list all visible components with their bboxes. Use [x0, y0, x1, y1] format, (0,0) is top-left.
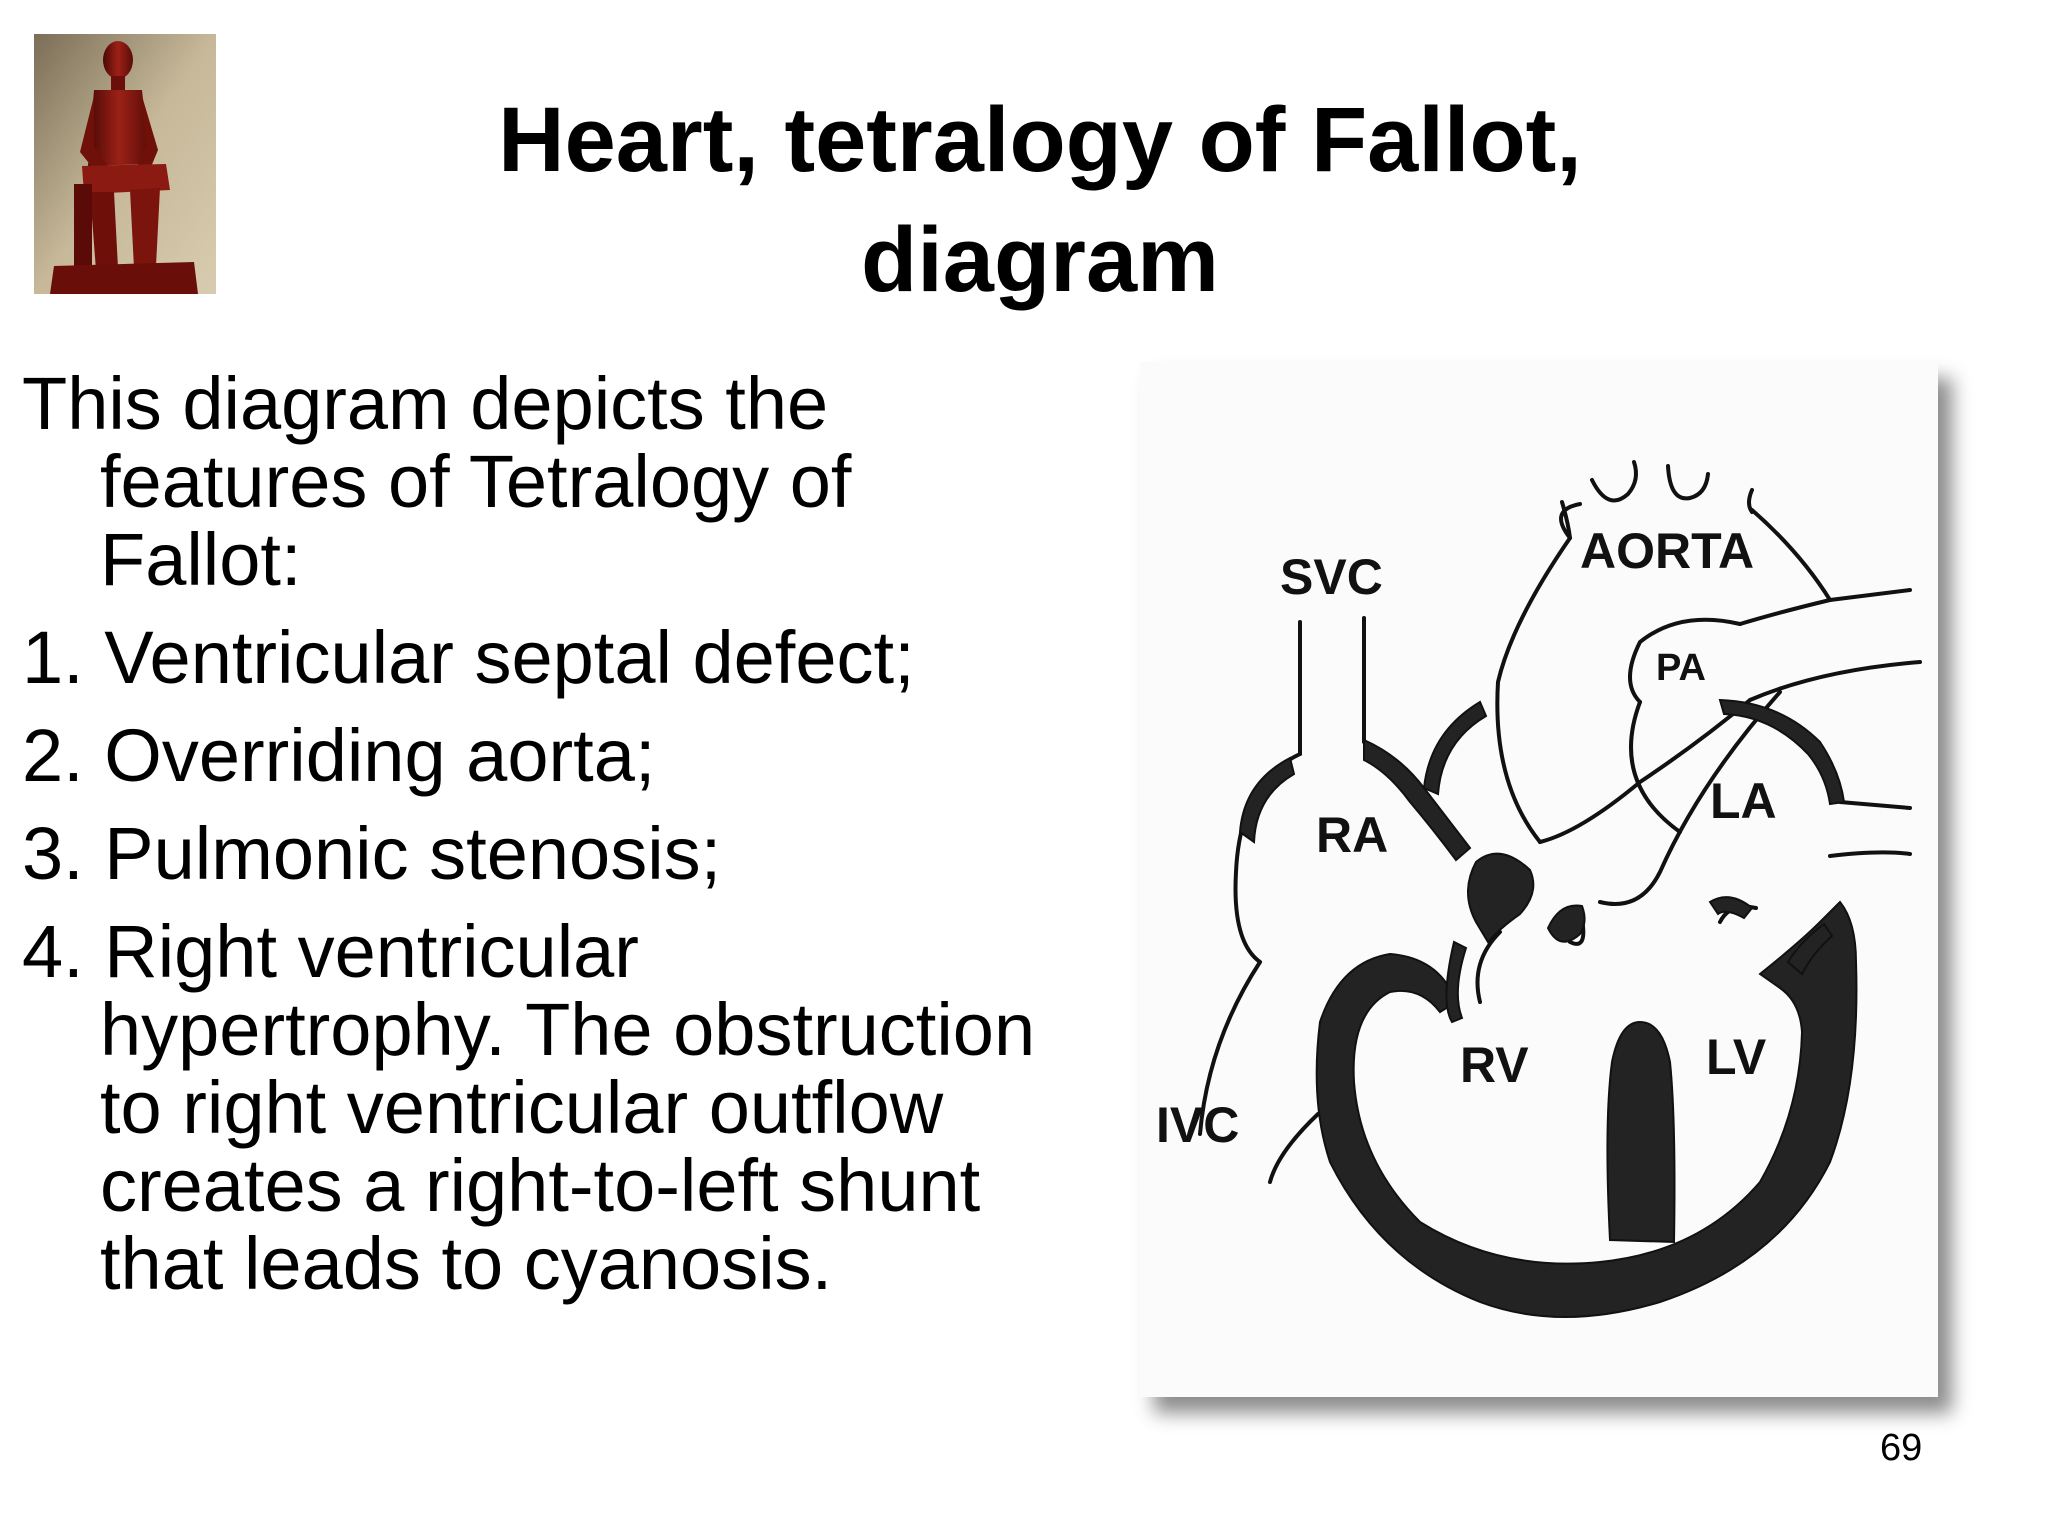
aorta-descend [1538, 698, 1752, 844]
label-la: LA [1710, 773, 1777, 829]
list-item-4-line-3: to right ventricular outflow [100, 1066, 944, 1149]
list-item-2-text: 2. Overriding aorta; [22, 714, 656, 797]
pa-trunk-left [1628, 617, 1742, 704]
la-vein-upper [1838, 800, 1912, 810]
ivc-left-wall [1198, 960, 1262, 1136]
tricuspid-curve [1475, 930, 1502, 1004]
aorta-root-wall [1422, 700, 1488, 796]
ivc-right-wall [1268, 1112, 1320, 1184]
aorta-right-wall [1750, 508, 1832, 602]
intro-line-3: Fallot: [100, 518, 302, 601]
la-vein-lower [1828, 850, 1912, 858]
list-item-4-line-1: 4. Right ventricular [22, 910, 639, 993]
label-rv: RV [1460, 1037, 1529, 1093]
label-aorta: AORTA [1580, 523, 1754, 579]
pa-trunk-right [1738, 588, 1912, 626]
list-item-4-line-4: creates a right-to-left shunt [100, 1144, 981, 1227]
svc-aorta-junction [1363, 738, 1472, 862]
label-ivc: IVC [1156, 1097, 1239, 1153]
list-item-4-line-5: that leads to cyanosis. [100, 1222, 833, 1305]
interventricular-septum [1606, 1020, 1676, 1244]
list-item-1-text: 1. Ventricular septal defect; [22, 616, 915, 699]
seated-scribe-statue-icon [34, 34, 216, 294]
pulm-valve-blob [1546, 904, 1586, 943]
page-number: 69 [1880, 1427, 1923, 1469]
septal-blob [1467, 852, 1535, 944]
aorta-left-wall [1495, 500, 1572, 844]
intro-line-1: This diagram depicts the [22, 362, 829, 445]
label-pa: PA [1656, 647, 1706, 689]
mitral-blob [1708, 896, 1754, 920]
aorta-to-lv [1598, 690, 1782, 906]
body-text: This diagram depicts the features of Tet… [22, 365, 1132, 1323]
intro-line-2: features of Tetralogy of [100, 440, 852, 523]
list-item-1: 1. Ventricular septal defect; [22, 619, 1132, 697]
label-ra: RA [1316, 807, 1388, 863]
list-item-3-text: 3. Pulmonic stenosis; [22, 812, 722, 895]
lv-free-wall [1315, 900, 1858, 1318]
list-item-3: 3. Pulmonic stenosis; [22, 815, 1132, 893]
intro-paragraph: This diagram depicts the features of Tet… [22, 365, 1132, 599]
page-title-line-2: diagram [861, 209, 1219, 311]
pa-branch-lower [1748, 660, 1922, 702]
la-wall-thick [1718, 698, 1846, 806]
pa-inner-arc [1629, 700, 1682, 834]
arch-branch-2 [1666, 464, 1710, 501]
page-title: Heart, tetralogy of Fallot, diagram [300, 80, 1780, 320]
heart-diagram: SVC AORTA PA RA LA RV LV IVC [1156, 460, 1922, 1318]
label-lv: LV [1706, 1029, 1767, 1085]
list-item-2: 2. Overriding aorta; [22, 717, 1132, 795]
ra-wall-thick [1238, 756, 1296, 844]
label-svc: SVC [1280, 549, 1383, 605]
list-item-4: 4. Right ventricular hypertrophy. The ob… [22, 913, 1132, 1303]
list-item-4-line-2: hypertrophy. The obstruction [100, 988, 1036, 1071]
aorta-arch-top [1559, 502, 1582, 540]
heart-diagram-frame: SVC AORTA PA RA LA RV LV IVC [1140, 362, 1938, 1397]
page-title-line-1: Heart, tetralogy of Fallot, [498, 89, 1582, 191]
ra-leaflet [1445, 940, 1468, 1024]
arch-branch-1 [1590, 460, 1638, 503]
lv-wall-nub [1786, 922, 1834, 976]
